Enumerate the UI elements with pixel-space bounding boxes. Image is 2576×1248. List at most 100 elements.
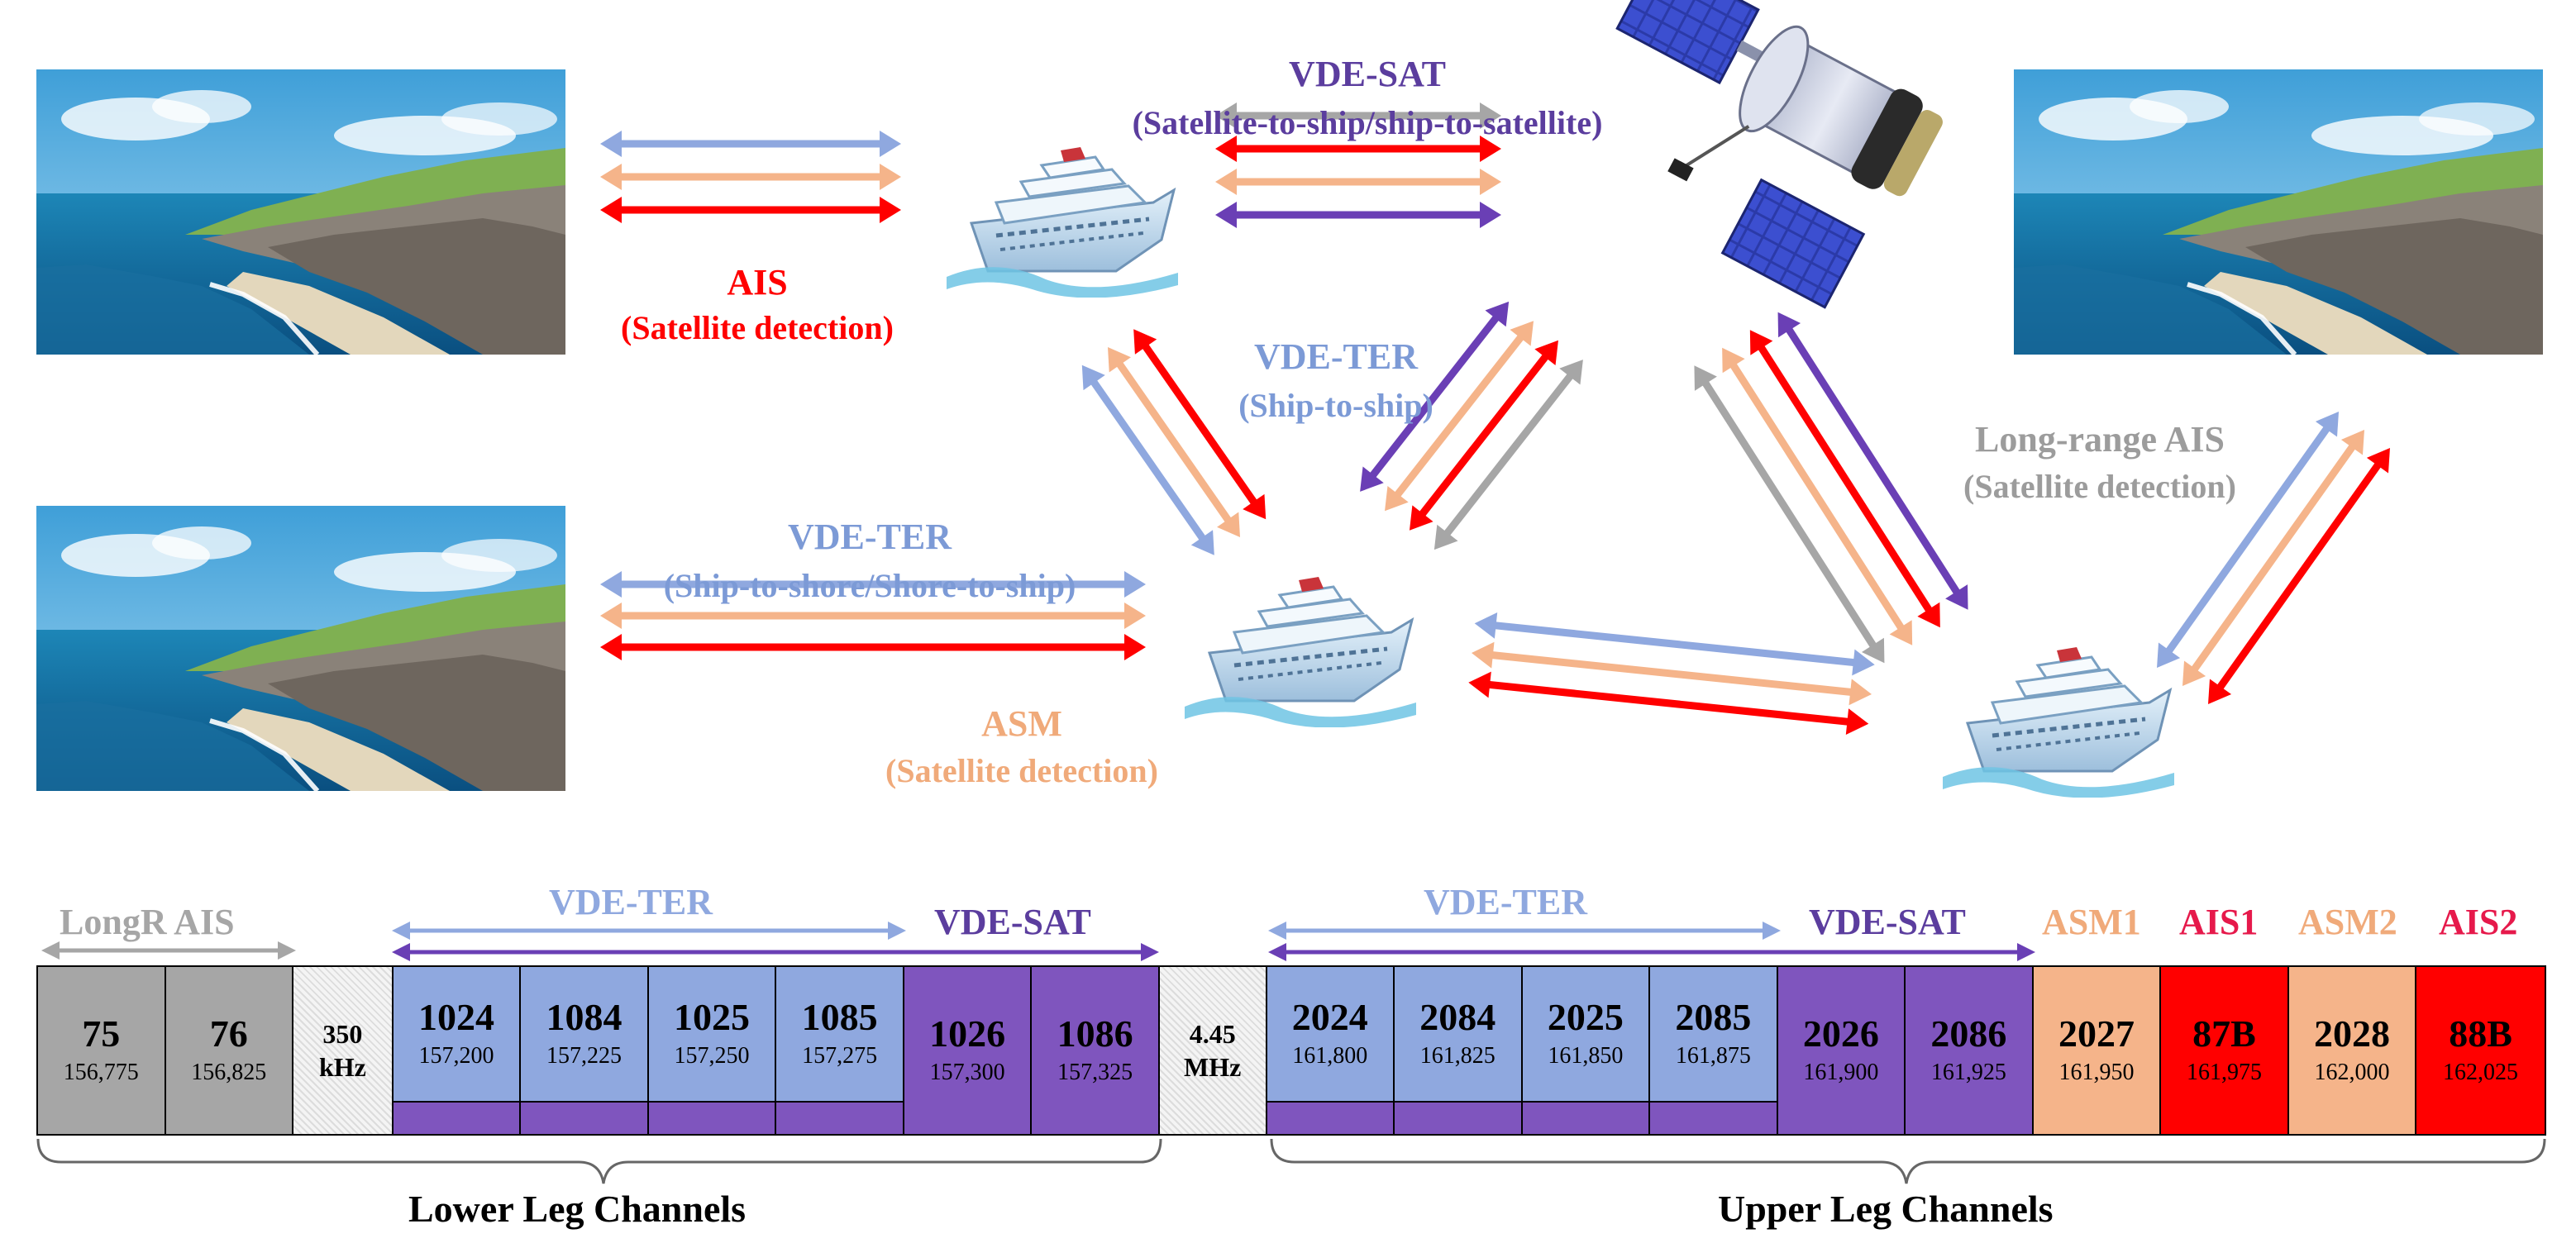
channel-number: 2027 [2058, 1012, 2135, 1055]
ais-label: AIS [727, 262, 787, 302]
upper-vde-sat-span-arrow [1268, 943, 2035, 961]
sat-to-ship-link-arrow [1409, 340, 1558, 531]
channel-frequency: 161,950 [2058, 1060, 2135, 1085]
vde-sat-sublabel: (Satellite-to-ship/ship-to-satellite) [1133, 104, 1603, 141]
channel-number: 2028 [2314, 1012, 2391, 1055]
vde-sat-link-arrow [1215, 169, 1501, 195]
vde-sat-link-arrow [1215, 136, 1501, 162]
channel-number: 1086 [1057, 1012, 1133, 1055]
middle-to-right-ship-link-arrow [1468, 671, 1869, 736]
ship-to-shore-link-arrow [600, 603, 1146, 629]
vde-sat-link-arrow [1215, 202, 1501, 228]
lower-vde-sat-span-arrow [392, 943, 1159, 961]
ais2-band-label: AIS2 [2439, 902, 2518, 942]
channel-cell: 2085 161,875 [1650, 967, 1778, 1134]
channel-frequency: 162,000 [2314, 1060, 2390, 1085]
channel-frequency: 161,975 [2186, 1060, 2262, 1085]
channel-frequency: 157,275 [802, 1043, 878, 1069]
channel-cell: 2027 161,950 [2033, 967, 2162, 1134]
channel-cell: 87B 161,975 [2161, 967, 2289, 1134]
ship-to-shore-link-arrow [600, 634, 1146, 660]
lower-leg-label: Lower Leg Channels [408, 1188, 747, 1230]
ais1-band-label: AIS1 [2179, 902, 2259, 942]
vde-ter-shore-label: VDE-TER [788, 517, 952, 557]
link-arrows [600, 102, 2390, 736]
coast-image-top-left [36, 69, 565, 355]
channel-cell: 1086 157,325 [1032, 967, 1160, 1134]
long-range-ais-sublabel: (Satellite detection) [1963, 468, 2236, 505]
lower-vde-sat-band-label: VDE-SAT [934, 902, 1091, 942]
ship-icon-top [947, 147, 1178, 298]
channel-cell: 1026 157,300 [904, 967, 1033, 1134]
channel-number: 87B [2192, 1012, 2256, 1055]
sat-to-right-ship-link-arrow [1694, 365, 1885, 664]
satellite-icon [1615, 0, 1943, 309]
longr-ais-band-label: LongR AIS [60, 902, 235, 942]
right-ship-to-shore-link-arrow [2182, 430, 2364, 686]
vde-ter-ship-sublabel: (Ship-to-ship) [1238, 387, 1433, 424]
asm-label: ASM [981, 703, 1062, 744]
channel-number: 2086 [1930, 1012, 2007, 1055]
lower-vde-ter-span-arrow [392, 922, 906, 940]
gap-unit: kHz [318, 1052, 366, 1082]
vde-ter-ship-label: VDE-TER [1254, 336, 1419, 377]
channel-number: 2026 [1802, 1012, 1879, 1055]
middle-to-right-ship-link-arrow [1474, 612, 1875, 676]
channel-frequency: 157,225 [546, 1043, 622, 1069]
middle-to-right-ship-link-arrow [1472, 641, 1872, 706]
channel-number: 2084 [1419, 996, 1496, 1038]
gap-unit: MHz [1184, 1052, 1242, 1082]
channel-number: 2025 [1547, 996, 1624, 1038]
right-ship-to-shore-link-arrow [2157, 412, 2340, 669]
lower-vde-ter-band-label: VDE-TER [549, 882, 713, 922]
channel-number: 2085 [1675, 996, 1752, 1038]
channel-frequency: 157,200 [418, 1043, 494, 1069]
asm2-band-label: ASM2 [2298, 902, 2397, 942]
channel-cell: 2028 162,000 [2288, 967, 2417, 1134]
upper-vde-ter-band-label: VDE-TER [1424, 882, 1588, 922]
asm1-band-label: ASM1 [2042, 902, 2141, 942]
longr-ais-span-arrow [41, 941, 296, 960]
channel-number: 88B [2449, 1012, 2512, 1055]
channel-frequency: 161,850 [1548, 1043, 1624, 1069]
coast-image-top-right [2014, 69, 2543, 355]
ais-link-arrow [600, 131, 901, 157]
vde-sat-label: VDE-SAT [1289, 54, 1446, 94]
sat-to-ship-link-arrow [1385, 321, 1534, 512]
ship-to-shore-link-arrow [600, 571, 1146, 598]
right-ship-to-shore-link-arrow [2207, 447, 2390, 704]
ais-link-arrow [600, 164, 901, 190]
channel-frequency: 161,925 [1930, 1060, 2006, 1085]
ship-to-ship-link-arrow [1133, 329, 1267, 520]
upper-leg-brace [1270, 1138, 2546, 1184]
channel-frequency: 157,250 [674, 1043, 750, 1069]
channel-cell: 2026 161,900 [1777, 967, 1906, 1134]
ais-link-arrow [600, 197, 901, 223]
channel-frequency: 161,825 [1419, 1043, 1496, 1069]
gap-value: 4.45 [1189, 1019, 1236, 1049]
channel-frequency: 161,875 [1675, 1043, 1751, 1069]
coast-image-bottom-left [36, 506, 565, 791]
vde-ter-shore-sublabel: (Ship-to-shore/Shore-to-ship) [664, 567, 1076, 604]
channel-frequency: 162,025 [2443, 1060, 2519, 1085]
channel-cell: 88B 162,025 [2416, 967, 2545, 1134]
upper-vde-sat-band-label: VDE-SAT [1809, 902, 1966, 942]
sat-to-right-ship-link-arrow [1749, 330, 1940, 628]
channel-frequency: 157,300 [929, 1060, 1005, 1085]
channel-cell: 2084 161,825 [1395, 967, 1523, 1134]
channel-frequency: 157,325 [1057, 1060, 1133, 1085]
channel-frequency: 156,775 [63, 1060, 139, 1085]
channel-cell: 2025 161,850 [1522, 967, 1651, 1134]
channel-number: 76 [209, 1012, 248, 1055]
channel-frequency: 161,900 [1803, 1060, 1879, 1085]
channel-number: 1024 [417, 996, 494, 1038]
ship-icon-middle [1185, 577, 1416, 728]
channel-number: 1026 [929, 1012, 1006, 1055]
